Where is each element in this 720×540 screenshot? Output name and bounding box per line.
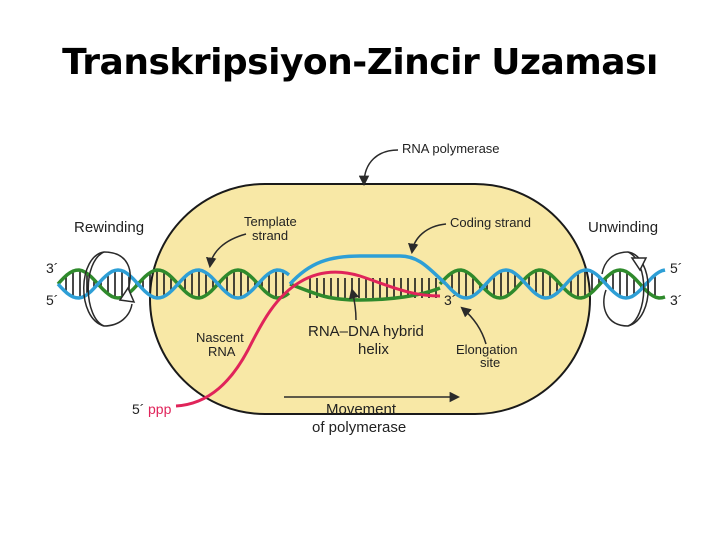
- hybrid-pointer-arrow-icon: [348, 287, 360, 321]
- elongation-site-label-line1: Elongation: [456, 342, 517, 357]
- five-prime-ppp-suffix: ppp: [148, 401, 172, 417]
- elongation-site-label-line2: site: [480, 355, 500, 370]
- template-pointer-arrow-icon: [205, 233, 247, 269]
- nascent-rna-strand: [175, 270, 441, 408]
- movement-label-line1: Movement: [326, 401, 397, 418]
- unwinding-arrow-icon: [601, 251, 649, 327]
- hybrid-helix-label-line1: RNA–DNA hybrid: [308, 323, 424, 340]
- slide-title: Transkripsiyon-Zincir Uzaması: [62, 42, 658, 83]
- coding-strand-label: Coding strand: [450, 215, 531, 230]
- coding-pointer-arrow-icon: [407, 223, 447, 255]
- unwinding-label: Unwinding: [588, 219, 658, 236]
- elongation-pointer-arrow-icon: [460, 306, 487, 345]
- movement-label-line2: of polymerase: [312, 419, 406, 436]
- left-top-end-label: 3´: [46, 260, 58, 276]
- template-strand-label-line1: Template: [244, 214, 297, 229]
- rewinding-label: Rewinding: [74, 219, 144, 236]
- rewinding-arrow-icon: [83, 251, 136, 327]
- coding-strand: [56, 254, 666, 300]
- template-strand-label-line2: strand: [252, 228, 288, 243]
- right-bottom-end-label: 3´: [670, 292, 682, 308]
- rna-three-prime-label: 3´: [444, 292, 456, 308]
- five-prime-ppp-prefix: 5´: [132, 401, 144, 417]
- rna-polymerase-label: RNA polymerase: [402, 141, 500, 156]
- nascent-rna-label-line2: RNA: [208, 344, 236, 359]
- left-bottom-end-label: 5´: [46, 292, 58, 308]
- right-top-end-label: 5´: [670, 260, 682, 276]
- rna-polymerase-pointer-arrow-icon: [358, 149, 399, 187]
- nascent-rna-label-line1: Nascent: [196, 330, 244, 345]
- hybrid-helix-label-line2: helix: [358, 341, 389, 358]
